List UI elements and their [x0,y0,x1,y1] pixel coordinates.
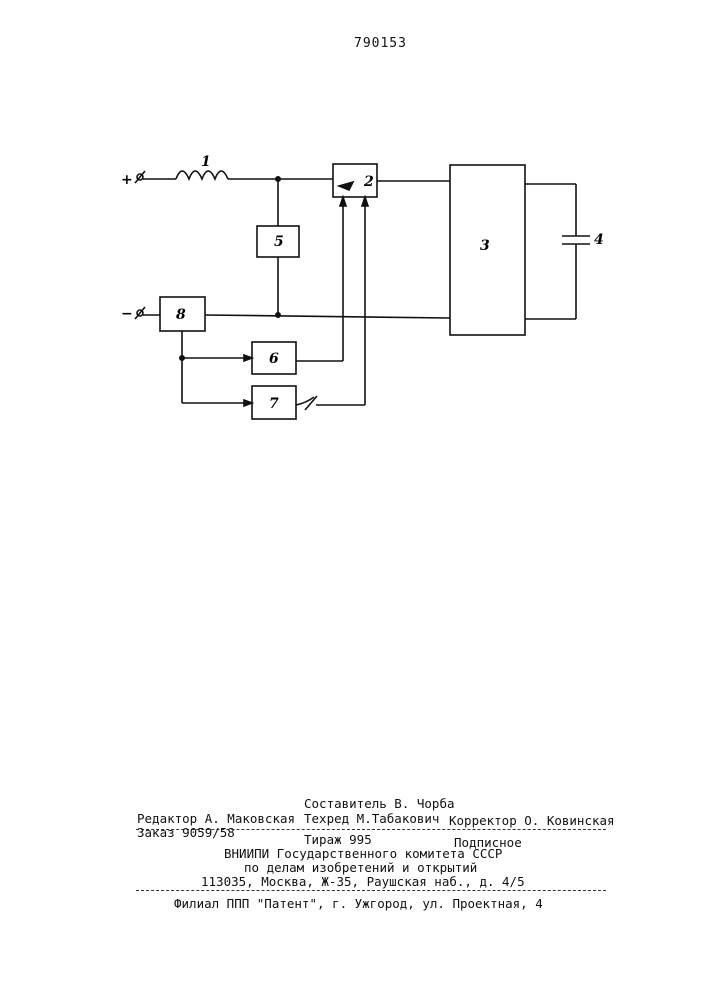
label-5: 5 [274,234,284,250]
plus-terminal [135,171,145,183]
corrector: Корректор О. Ковинская [449,813,615,828]
label-6: 6 [269,351,279,367]
plus-sign: + [121,172,133,188]
circulation: Тираж 995 [304,832,372,847]
inductor-1 [176,171,228,179]
circuit-diagram: + − 1 2 3 4 5 6 7 8 [0,0,707,560]
minus-sign: − [121,306,133,322]
org-line-1: ВНИИПИ Государственного комитета СССР [224,846,502,861]
address: 113035, Москва, Ж-35, Раушская наб., д. … [201,874,525,889]
label-2: 2 [363,174,374,190]
label-3: 3 [480,238,490,254]
label-1: 1 [201,154,211,170]
order: Заказ 9059/58 [137,825,235,840]
minus-terminal [135,307,145,319]
editor: Редактор А. Маковская [137,811,295,826]
label-7: 7 [269,396,279,412]
org-line-2: по делам изобретений и открытий [244,860,477,875]
label-8: 8 [176,307,186,323]
separator-bottom [136,890,606,891]
branch: Филиал ППП "Патент", г. Ужгород, ул. Про… [174,896,543,911]
label-4: 4 [594,232,604,248]
techred: Техред М.Табакович [304,811,439,826]
compiler: Составитель В. Чорба [304,796,455,811]
